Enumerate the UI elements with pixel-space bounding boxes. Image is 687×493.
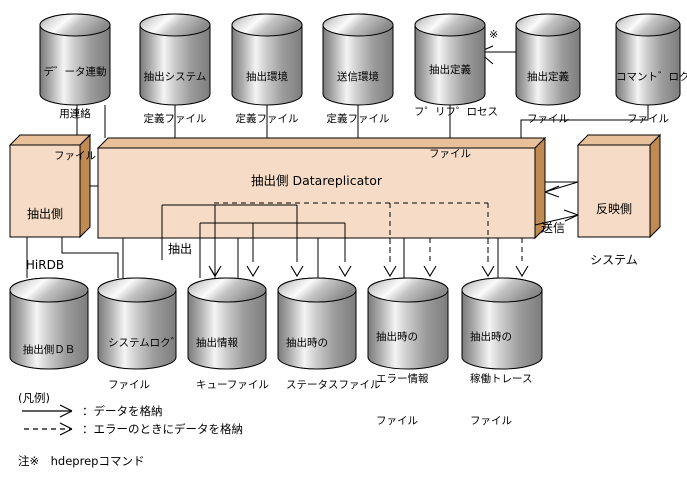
legend-footnote: 注※ hdeprepコマンド [18, 454, 145, 468]
legend-solid-arrow-text: ：データを格納 [82, 404, 163, 418]
bottom-cylinders [9, 277, 543, 370]
legend-heading: (凡例) [18, 391, 50, 405]
footnote-marker: ※ [489, 28, 499, 41]
top-cylinders [39, 13, 681, 106]
box-hanei-shape [576, 133, 662, 239]
box-hirdb-shape [8, 133, 92, 239]
legend-dashed-arrow-text: ：エラーのときにデータを格納 [82, 422, 243, 436]
